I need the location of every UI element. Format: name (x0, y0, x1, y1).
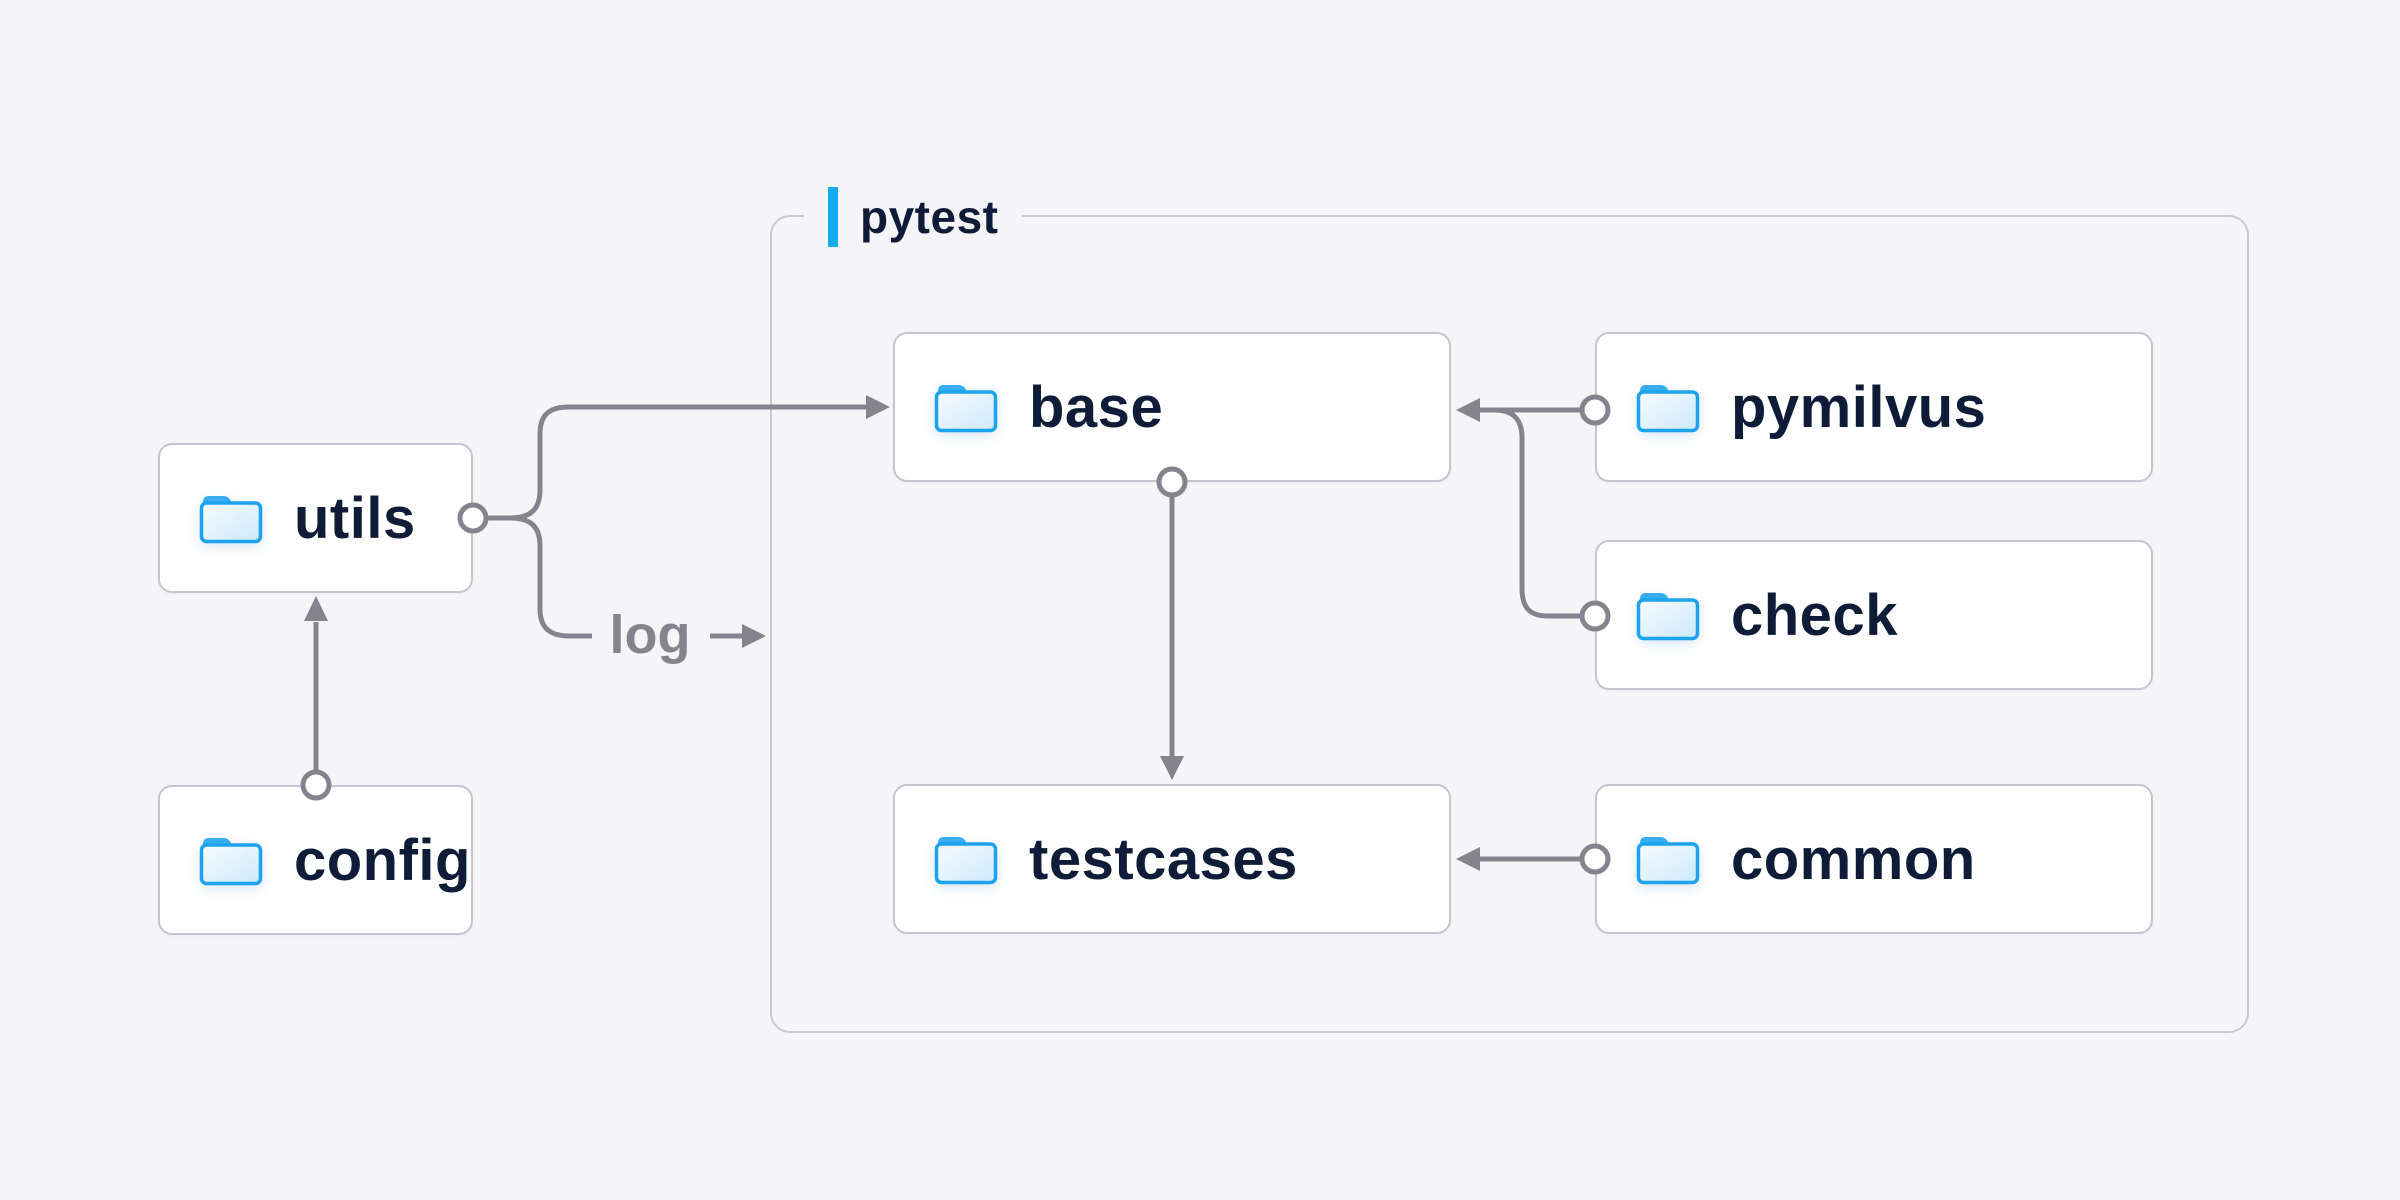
node-config: config (158, 785, 473, 935)
node-pymilvus: pymilvus (1595, 332, 2153, 482)
node-label: common (1731, 826, 1976, 892)
pytest-container: pytest (770, 185, 2249, 1033)
node-utils: utils (158, 443, 473, 593)
node-testcases: testcases (893, 784, 1451, 934)
edge-utils-log (509, 515, 592, 639)
folder-icon (199, 838, 263, 886)
accent-bar-icon (828, 187, 838, 247)
folder-icon (199, 496, 263, 544)
node-base: base (893, 332, 1451, 482)
node-label: check (1731, 582, 1898, 648)
node-label: testcases (1029, 826, 1298, 892)
folder-icon (1636, 837, 1700, 885)
folder-icon (934, 837, 998, 885)
node-check: check (1595, 540, 2153, 690)
node-label: config (294, 827, 471, 893)
node-common: common (1595, 784, 2153, 934)
node-label: base (1029, 374, 1164, 440)
folder-icon (1636, 593, 1700, 641)
node-label: utils (294, 485, 416, 551)
edge-label-log: log (609, 605, 691, 665)
pytest-container-title: pytest (860, 191, 999, 243)
node-label: pymilvus (1731, 374, 1987, 440)
arrowhead-config-utils (304, 596, 328, 621)
pytest-container-label: pytest (804, 185, 1023, 249)
folder-icon (934, 385, 998, 433)
arrowhead-log-pytest (742, 624, 766, 648)
folder-icon (1636, 385, 1700, 433)
